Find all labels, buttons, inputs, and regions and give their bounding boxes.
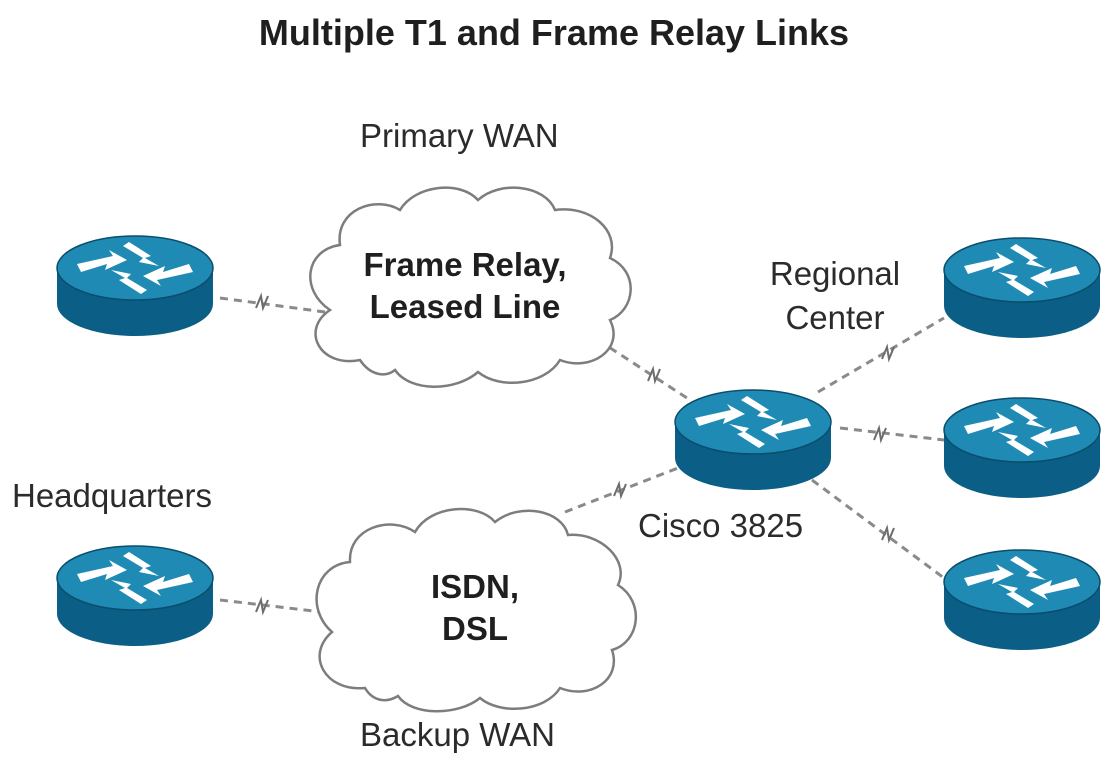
link-cisco-rc2 (839, 426, 945, 442)
primary-cloud-text: Frame Relay, Leased Line (320, 244, 610, 328)
link-cisco-rc3 (811, 478, 945, 580)
link-backup-cisco (564, 466, 679, 514)
backup-cloud-line1: ISDN, (430, 568, 519, 605)
link-hq1-primary (219, 296, 326, 314)
links (219, 296, 945, 614)
regional-center-label: Regional Center (769, 255, 901, 336)
backup-cloud-text: ISDN, DSL (330, 566, 620, 650)
link-cisco-rc1 (817, 316, 945, 394)
cloud-icon-backup (315, 507, 638, 713)
primary-cloud-line2: Leased Line (369, 288, 561, 325)
cloud-icon-primary (309, 186, 632, 388)
link-primary-cisco (597, 338, 691, 402)
primary-cloud-line1: Frame Relay, (363, 246, 567, 283)
router-icon-cisco-3825 (674, 389, 832, 491)
primary-wan-label: Primary WAN (360, 117, 559, 154)
router-icon-regional-2 (943, 397, 1101, 499)
link-hq2-backup (219, 598, 323, 614)
headquarters-label: Headquarters (12, 477, 212, 514)
diagram-title: Multiple T1 and Frame Relay Links (258, 12, 850, 53)
router-icon-hq-bottom (56, 545, 214, 647)
cisco-3825-label: Cisco 3825 (638, 507, 804, 544)
router-icon-regional-3 (943, 549, 1101, 651)
router-icon-regional-1 (943, 237, 1101, 339)
router-icon-hq-top (56, 235, 214, 337)
backup-cloud-line2: DSL (442, 610, 508, 647)
backup-wan-label: Backup WAN (360, 716, 556, 753)
